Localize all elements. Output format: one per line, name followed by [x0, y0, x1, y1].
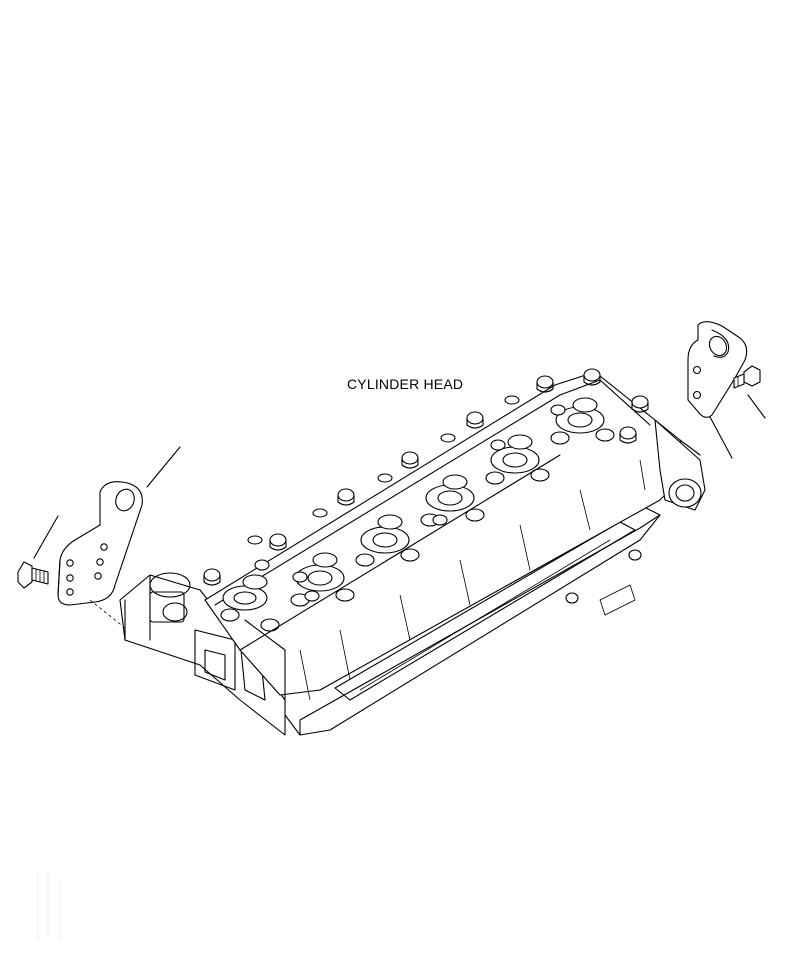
cylinder-head-body [119, 368, 706, 736]
head-bolts [203, 368, 649, 602]
cylinder-head-label: CYLINDER HEAD [347, 376, 464, 392]
bolt-left [17, 515, 59, 589]
lifting-bracket-right [687, 321, 748, 459]
bolt-right [733, 365, 766, 419]
lifting-bracket-left [57, 446, 181, 629]
top-rail-bosses [247, 395, 520, 545]
valve-pockets [220, 397, 615, 632]
